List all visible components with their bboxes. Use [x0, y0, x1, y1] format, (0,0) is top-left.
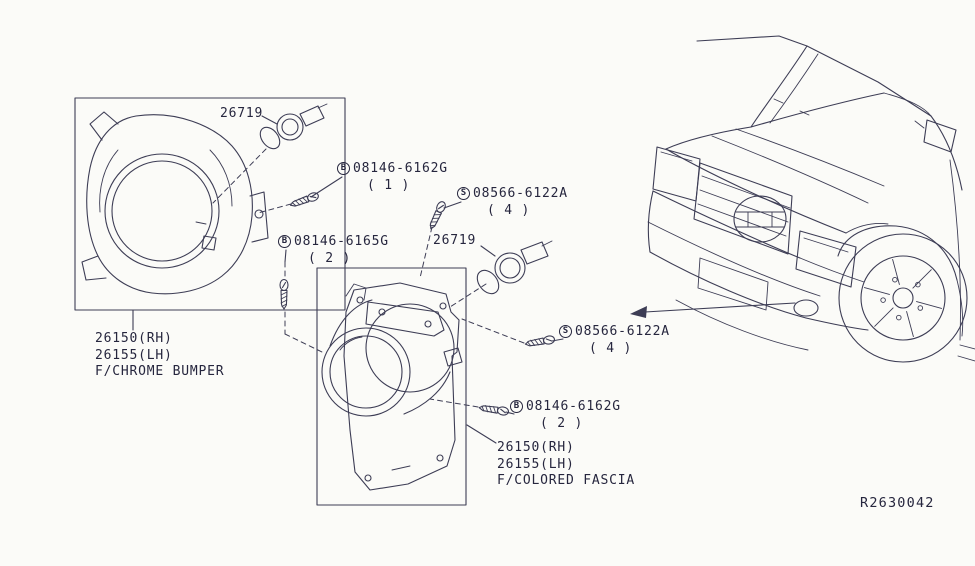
fog-bulb-top-drawing	[259, 103, 328, 150]
screw-icon-b6162g-bottom	[478, 405, 510, 416]
label-bolt-08146-6162G-bottom: B 08146-6162G ( 2 )	[510, 399, 621, 431]
part-number-26719-top: 26719	[220, 106, 264, 121]
assembly-variant: F/CHROME BUMPER	[95, 364, 225, 379]
label-screw-08566-6122A-bottom: S 08566-6122A ( 4 )	[559, 324, 670, 356]
assembly-variant: F/COLORED FASCIA	[497, 473, 636, 488]
screw-icon-b6165g	[279, 278, 289, 310]
assembly-number-rh: 26150(RH)	[95, 331, 173, 346]
part-qty: ( 4 )	[589, 341, 633, 356]
part-qty: ( 1 )	[367, 178, 411, 193]
part-number-26719-mid: 26719	[433, 233, 477, 248]
part-number-08566-6122A-bottom: 08566-6122A	[575, 324, 670, 339]
label-colored-fascia-assembly: 26150(RH) 26155(LH) F/COLORED FASCIA	[497, 440, 635, 490]
part-qty: ( 2 )	[308, 251, 352, 266]
label-bolt-08146-6165G: B 08146-6165G ( 2 )	[278, 234, 389, 266]
dashed-assembly-lines	[212, 148, 525, 408]
label-bolt-08146-6162G-top: B 08146-6162G ( 1 )	[337, 161, 448, 193]
part-number-08566-6122A-top: 08566-6122A	[473, 186, 568, 201]
circled-b-icon: B	[278, 235, 291, 248]
label-screw-08566-6122A-top: S 08566-6122A ( 4 )	[457, 186, 568, 218]
label-bulb-mid: 26719	[433, 233, 476, 248]
circled-b-icon: B	[510, 400, 523, 413]
chrome-housing-drawing	[81, 111, 269, 295]
fog-bulb-mid-drawing	[476, 240, 553, 295]
chrome-bumper-detail-box	[74, 97, 346, 311]
label-bulb-top: 26719	[220, 106, 263, 121]
part-number-08146-6162G-bottom: 08146-6162G	[526, 399, 621, 414]
vehicle-drawing	[647, 35, 975, 363]
circled-b-icon: B	[337, 162, 350, 175]
assembly-number-lh: 26155(LH)	[95, 347, 173, 363]
part-qty: ( 2 )	[540, 416, 584, 431]
assembly-number-rh: 26150(RH)	[497, 440, 575, 455]
colored-fascia-detail-box	[316, 267, 467, 506]
part-number-08146-6162G-top: 08146-6162G	[353, 161, 448, 176]
leader-lines	[132, 115, 564, 444]
part-number-08146-6165G: 08146-6165G	[294, 234, 389, 249]
label-chrome-bumper-assembly: 26150(RH) 26155(LH) F/CHROME BUMPER	[95, 331, 224, 381]
circled-s-icon: S	[457, 187, 470, 200]
screw-icon-s6122a-top	[429, 201, 446, 230]
part-qty: ( 4 )	[487, 203, 531, 218]
fog-lamp-assembly-drawing	[321, 282, 463, 491]
assembly-number-lh: 26155(LH)	[497, 456, 575, 472]
locator-arrow	[630, 302, 796, 318]
diagram-reference-code: R2630042	[860, 495, 935, 511]
circled-s-icon: S	[559, 325, 572, 338]
screw-icon-s6122a-bottom	[524, 335, 556, 347]
